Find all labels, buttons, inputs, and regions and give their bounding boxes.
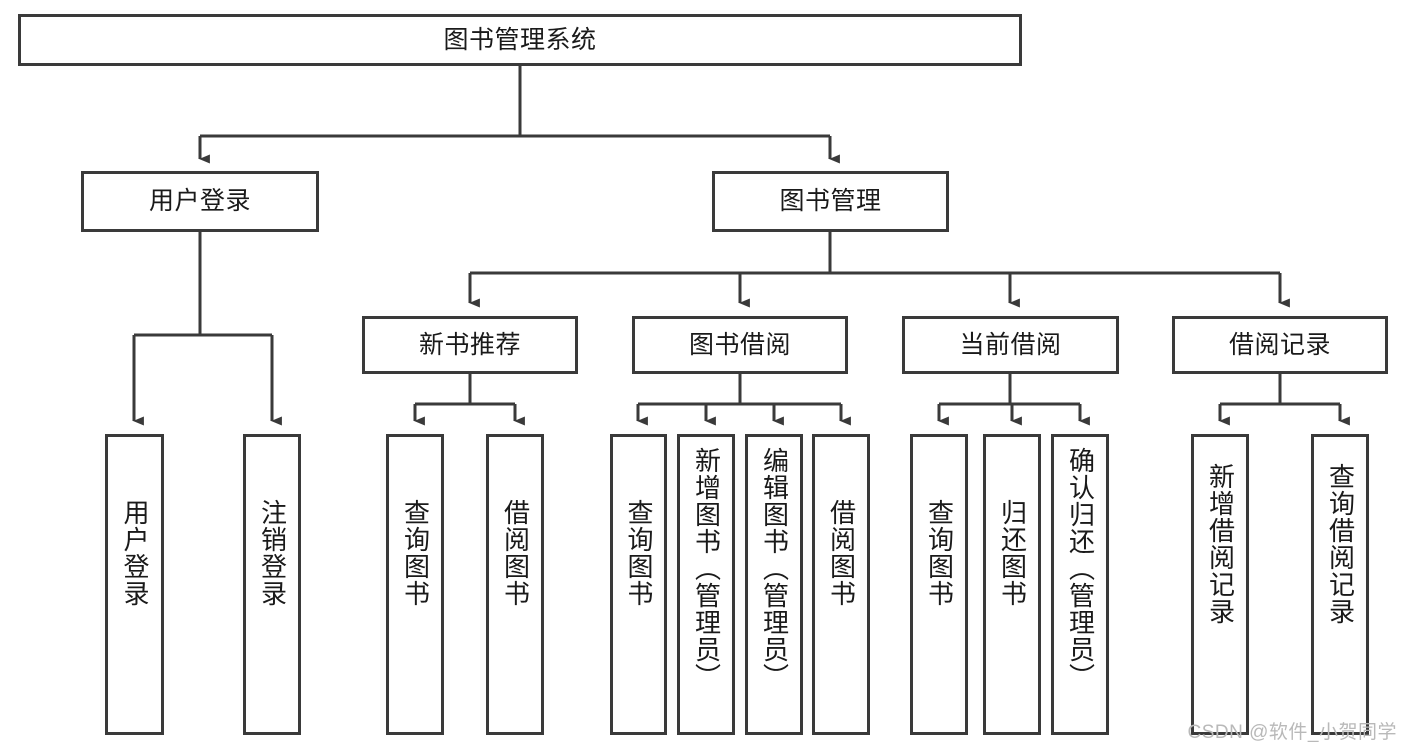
- node-leaf-bb-query-book[interactable]: 查询图书: [610, 434, 667, 735]
- node-leaf-bb-edit-book[interactable]: 编辑图书（管理员）: [745, 434, 803, 735]
- node-leaf-rec-query-book[interactable]: 查询图书: [386, 434, 444, 735]
- node-new-book-recommend[interactable]: 新书推荐: [362, 316, 578, 374]
- node-root[interactable]: 图书管理系统: [18, 14, 1022, 66]
- node-leaf-bb-query-book-label: 查询图书: [624, 499, 655, 607]
- node-leaf-user-logout-label: 注销登录: [257, 499, 288, 607]
- node-leaf-br-query-record-label: 查询借阅记录: [1325, 463, 1356, 625]
- node-leaf-rec-borrow-book[interactable]: 借阅图书: [486, 434, 544, 735]
- node-user-login-label: 用户登录: [148, 187, 251, 216]
- node-leaf-bb-borrow-book[interactable]: 借阅图书: [812, 434, 870, 735]
- node-leaf-cb-return-book-label: 归还图书: [997, 499, 1028, 607]
- node-leaf-br-add-record[interactable]: 新增借阅记录: [1191, 434, 1249, 735]
- node-leaf-bb-add-book[interactable]: 新增图书（管理员）: [677, 434, 735, 735]
- node-new-book-recommend-label: 新书推荐: [418, 330, 521, 359]
- node-leaf-cb-confirm-return-label: 确认归还（管理员）: [1065, 447, 1096, 690]
- node-leaf-user-login[interactable]: 用户登录: [105, 434, 164, 735]
- node-leaf-cb-return-book[interactable]: 归还图书: [983, 434, 1041, 735]
- csdn-watermark: CSDN @软件_小贺同学: [1187, 722, 1397, 743]
- node-leaf-cb-query-book[interactable]: 查询图书: [910, 434, 968, 735]
- node-leaf-cb-query-book-label: 查询图书: [924, 499, 955, 607]
- node-leaf-br-query-record[interactable]: 查询借阅记录: [1311, 434, 1369, 735]
- node-root-label: 图书管理系统: [443, 25, 597, 54]
- node-leaf-br-add-record-label: 新增借阅记录: [1205, 463, 1236, 625]
- node-leaf-cb-confirm-return[interactable]: 确认归还（管理员）: [1051, 434, 1109, 735]
- node-borrow-record-label: 借阅记录: [1228, 330, 1331, 359]
- node-user-login[interactable]: 用户登录: [81, 171, 319, 232]
- node-book-borrow[interactable]: 图书借阅: [632, 316, 848, 374]
- node-book-manage[interactable]: 图书管理: [712, 171, 949, 232]
- node-current-borrow-label: 当前借阅: [959, 330, 1062, 359]
- node-borrow-record[interactable]: 借阅记录: [1172, 316, 1388, 374]
- node-leaf-bb-edit-book-label: 编辑图书（管理员）: [759, 447, 790, 690]
- node-leaf-rec-borrow-book-label: 借阅图书: [500, 499, 531, 607]
- node-current-borrow[interactable]: 当前借阅: [902, 316, 1119, 374]
- node-leaf-user-login-label: 用户登录: [120, 499, 151, 607]
- node-leaf-bb-borrow-book-label: 借阅图书: [826, 499, 857, 607]
- node-leaf-user-logout[interactable]: 注销登录: [243, 434, 301, 735]
- node-leaf-bb-add-book-label: 新增图书（管理员）: [691, 447, 722, 690]
- node-book-borrow-label: 图书借阅: [688, 330, 791, 359]
- node-book-manage-label: 图书管理: [779, 187, 882, 216]
- node-leaf-rec-query-book-label: 查询图书: [400, 499, 431, 607]
